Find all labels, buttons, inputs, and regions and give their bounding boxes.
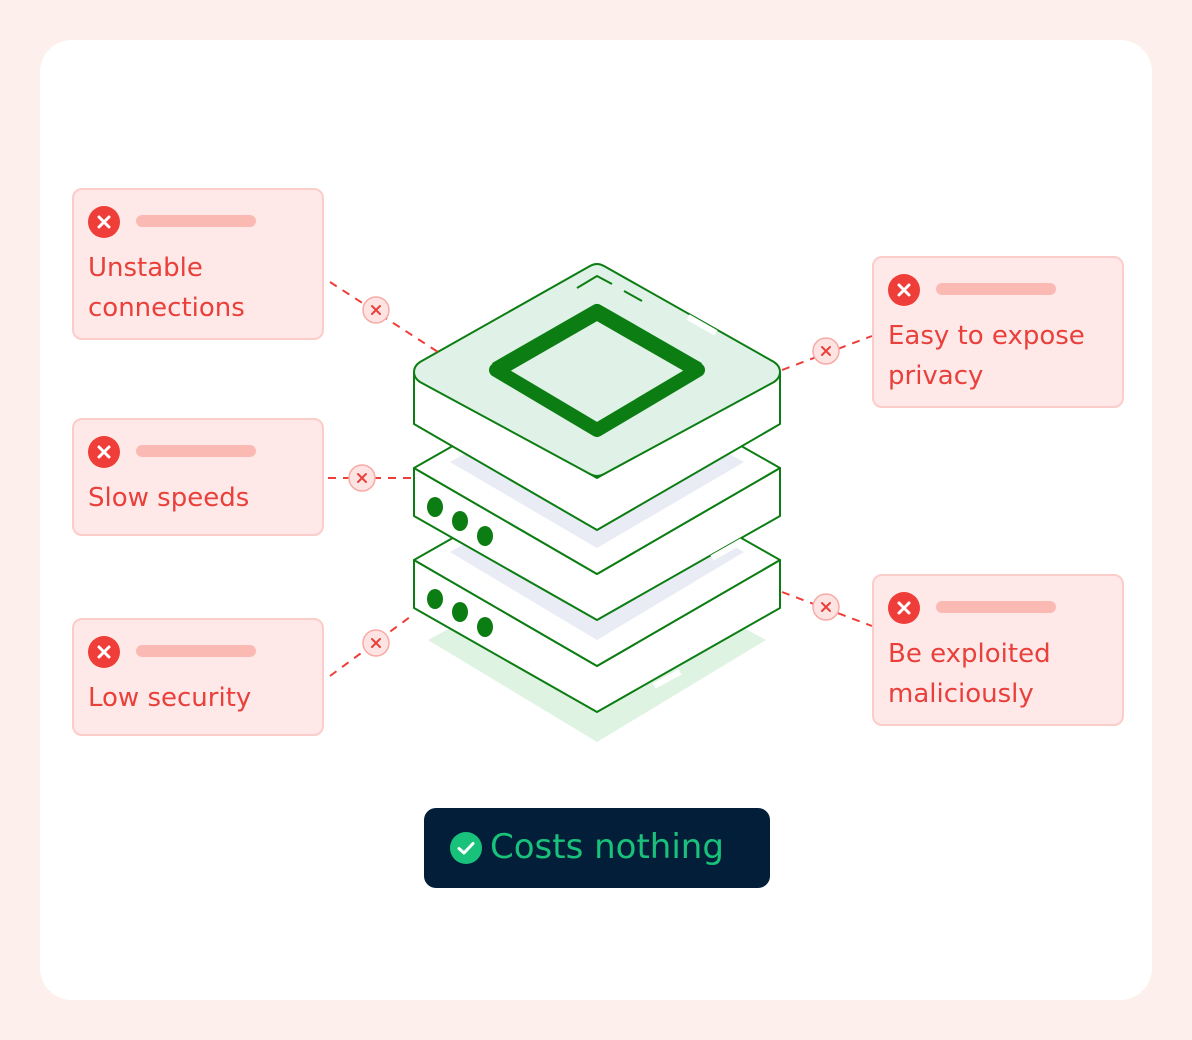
- issue-label: Be exploited maliciously: [888, 639, 1051, 709]
- close-icon: [88, 206, 120, 238]
- issue-label: Slow speeds: [88, 483, 250, 513]
- issue-card-unstable: Unstable connections: [72, 188, 324, 340]
- close-icon: [888, 592, 920, 624]
- issue-card-slow: Slow speeds: [72, 418, 324, 536]
- close-icon: [362, 296, 390, 324]
- issue-card-privacy: Easy to expose privacy: [872, 256, 1124, 408]
- close-icon: [362, 629, 390, 657]
- placeholder-bar: [136, 215, 256, 227]
- issue-label: Easy to expose privacy: [888, 321, 1085, 391]
- close-icon: [88, 636, 120, 668]
- placeholder-bar: [936, 283, 1056, 295]
- placeholder-bar: [136, 445, 256, 457]
- close-icon: [88, 436, 120, 468]
- placeholder-bar: [936, 601, 1056, 613]
- server-tier-top: [413, 263, 781, 531]
- close-icon: [348, 464, 376, 492]
- issue-label: Unstable connections: [88, 253, 245, 323]
- issue-label: Low security: [88, 683, 252, 713]
- close-icon: [812, 337, 840, 365]
- close-icon: [812, 593, 840, 621]
- costs-nothing-badge: Costs nothing: [424, 808, 770, 888]
- issue-card-security: Low security: [72, 618, 324, 736]
- close-icon: [888, 274, 920, 306]
- issue-card-exploited: Be exploited maliciously: [872, 574, 1124, 726]
- placeholder-bar: [136, 645, 256, 657]
- check-circle-icon: [450, 832, 482, 864]
- badge-label: Costs nothing: [490, 827, 724, 867]
